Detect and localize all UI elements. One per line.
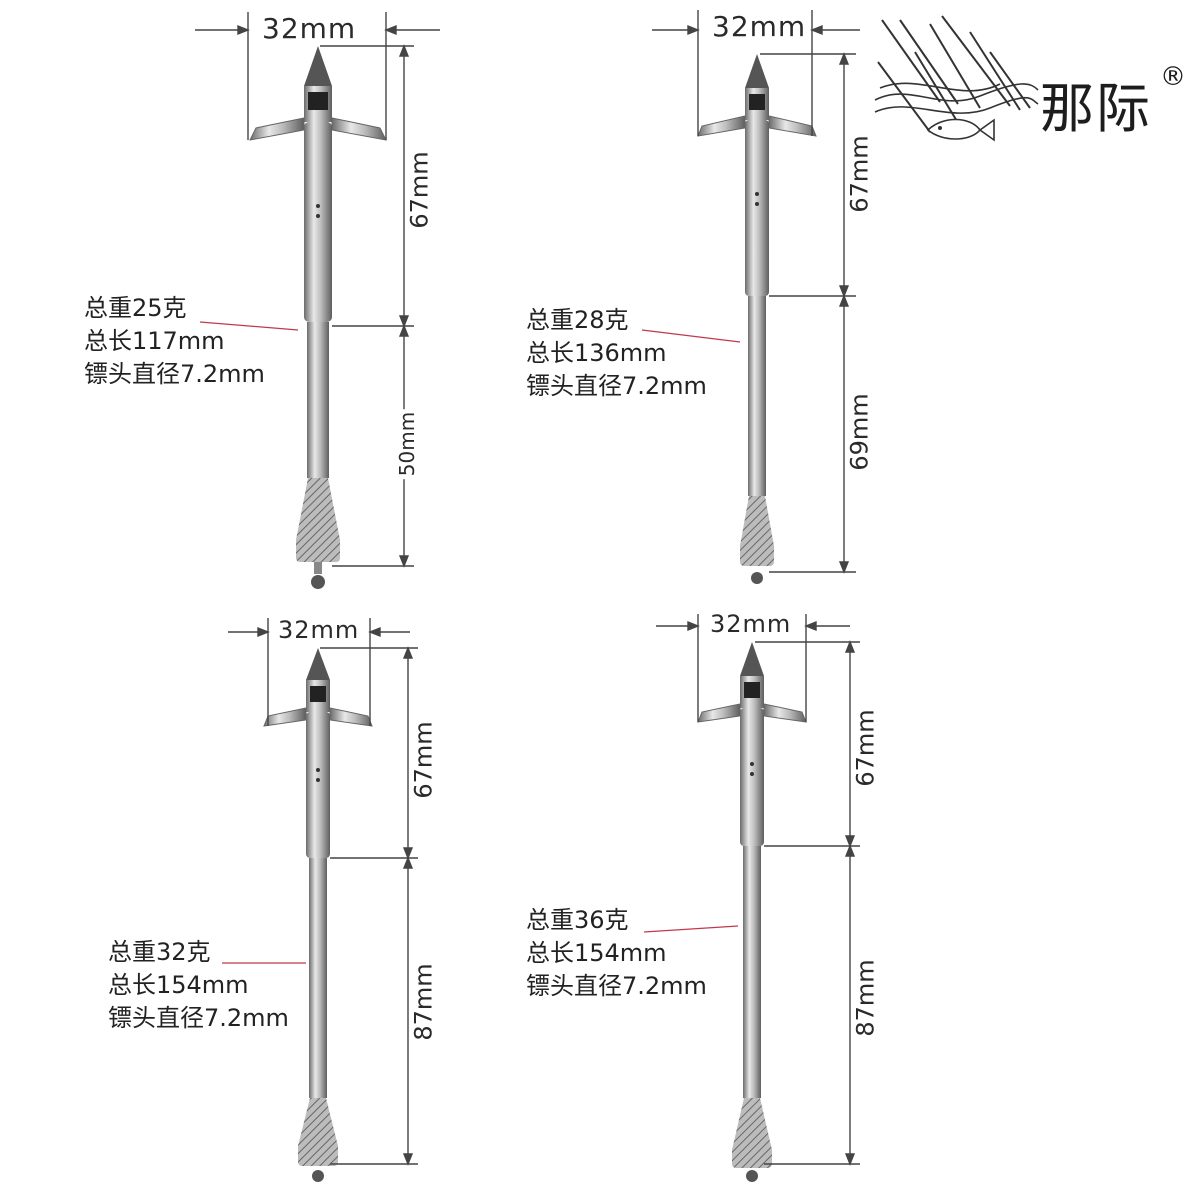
leader-line	[641, 329, 741, 343]
weight-text: 总重25克	[84, 294, 187, 322]
total-length-text: 总长154mm	[108, 971, 249, 999]
head-diameter-text: 镖头直径7.2mm	[108, 1004, 289, 1032]
total-length-text: 总长136mm	[526, 339, 667, 367]
head-diameter-text: 镖头直径7.2mm	[526, 372, 707, 400]
leader-line	[643, 925, 739, 933]
width-dimension: 32mm	[278, 616, 360, 644]
head-diameter-text: 镖头直径7.2mm	[84, 360, 265, 388]
weight-text: 总重28克	[526, 306, 629, 334]
lower-length-dimension: 87mm	[851, 956, 880, 1040]
upper-length-dimension: 67mm	[851, 706, 880, 790]
width-dimension: 32mm	[710, 610, 792, 638]
weight-text: 总重32克	[108, 938, 211, 966]
spec-label: 总重32克 总长154mm 镖头直径7.2mm	[108, 936, 289, 1035]
width-dimension: 32mm	[712, 10, 807, 43]
spec-label: 总重28克 总长136mm 镖头直径7.2mm	[526, 304, 707, 403]
total-length-text: 总长154mm	[526, 939, 667, 967]
leader-line	[199, 321, 299, 331]
registered-mark: ®	[1160, 62, 1186, 92]
fish-spear-logo-icon	[874, 15, 1039, 142]
brand-name: 那际	[1040, 77, 1152, 140]
spec-label: 总重25克 总长117mm 镖头直径7.2mm	[84, 292, 265, 391]
total-length-text: 总长117mm	[84, 327, 225, 355]
weight-text: 总重36克	[526, 906, 629, 934]
head-diameter-text: 镖头直径7.2mm	[526, 972, 707, 1000]
spec-label: 总重36克 总长154mm 镖头直径7.2mm	[526, 904, 707, 1003]
width-dimension: 32mm	[262, 12, 357, 45]
